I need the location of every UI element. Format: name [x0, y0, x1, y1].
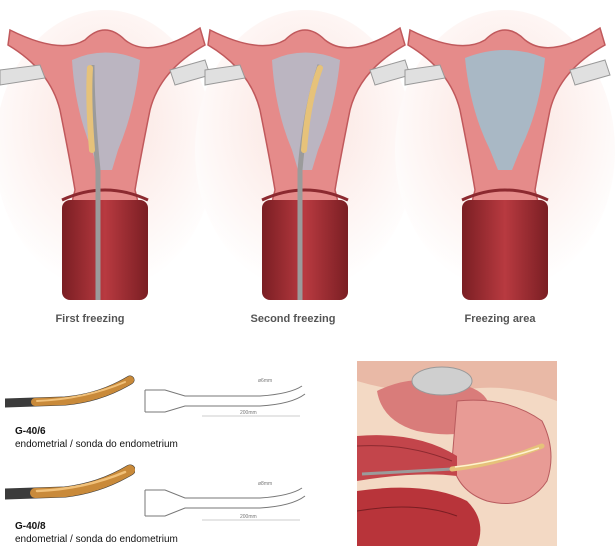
probe-g40-6-diameter-label: ø6mm	[258, 378, 272, 384]
uterus-freezing-area	[395, 10, 615, 300]
caption-freezing-area: Freezing area	[464, 313, 536, 325]
probe-g40-8-photo	[5, 464, 135, 500]
probe-g40-8-length-label: 200mm	[240, 514, 257, 520]
uterus-diagram-strip	[0, 10, 615, 300]
probe-g40-6-photo	[5, 375, 135, 408]
sagittal-anatomy-illustration	[357, 361, 557, 546]
probe-g40-6-description: endometrial / sonda do endometrium	[15, 439, 178, 450]
caption-second-freezing: Second freezing	[250, 313, 336, 325]
probe-g40-6-drawing: ø6mm 200mm	[144, 378, 306, 417]
uterus-first-freezing	[0, 10, 215, 300]
probe-g40-8-drawing: ø8mm 200mm	[144, 481, 306, 521]
probe-g40-8-code: G-40/8	[15, 521, 46, 532]
probe-g40-8-description: endometrial / sonda do endometrium	[15, 534, 178, 545]
probe-g40-6-code: G-40/6	[15, 426, 46, 437]
uterus-second-freezing	[195, 10, 415, 300]
probe-g40-8-diameter-label: ø8mm	[258, 481, 272, 487]
probe-g40-6-length-label: 200mm	[240, 410, 257, 416]
caption-first-freezing: First freezing	[55, 313, 125, 325]
